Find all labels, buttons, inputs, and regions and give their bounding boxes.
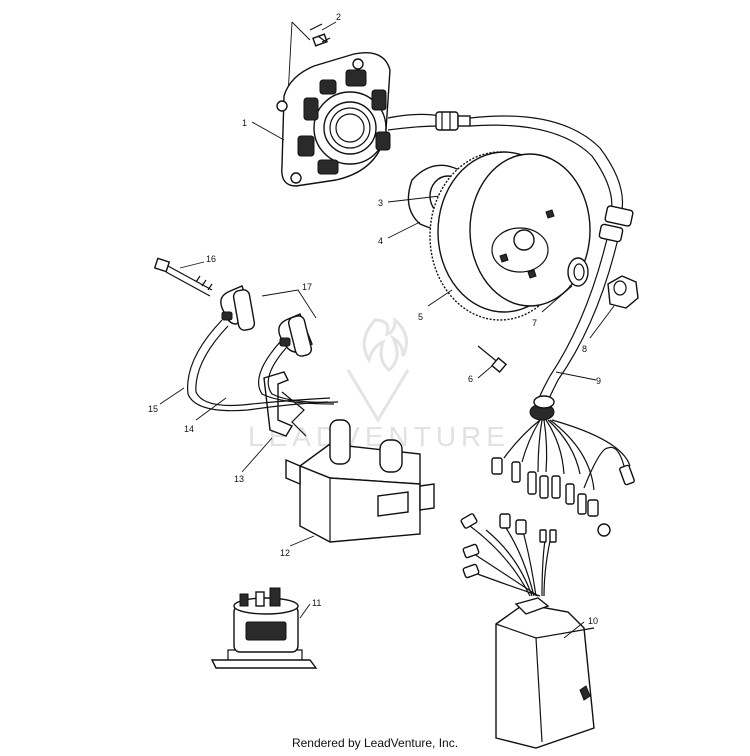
callout-3: 3: [378, 198, 383, 208]
part-11-solenoid: [210, 587, 318, 669]
callout-9: 9: [596, 376, 601, 386]
part-6-bolt: [477, 345, 508, 374]
callout-6: 6: [468, 374, 473, 384]
watermark-v-icon: [346, 369, 410, 423]
callout-14: 14: [184, 424, 194, 434]
callout-2: 2: [336, 12, 341, 22]
callout-8: 8: [582, 344, 587, 354]
callout-13: 13: [234, 474, 244, 484]
part-16-bolt: [153, 257, 213, 297]
callout-17: 17: [302, 282, 312, 292]
callout-4: 4: [378, 236, 383, 246]
callout-12: 12: [280, 548, 290, 558]
harness-terminals: [491, 419, 635, 537]
stator-connector: [435, 111, 471, 131]
callout-16: 16: [206, 254, 216, 264]
part-1-stator: [276, 52, 391, 187]
watermark-flame-icon: [362, 316, 409, 372]
part-13-bracket: [263, 371, 307, 437]
footer-credit: Rendered by LeadVenture, Inc.: [291, 736, 459, 750]
callout-10: 10: [588, 616, 598, 626]
callout-labels: 2 1 3 4 5 6 7 8 9 10 11 12 13 14 15 16 1…: [148, 12, 601, 626]
part-17-spark-plug-caps: [220, 285, 313, 357]
part-5-flywheel: [429, 151, 591, 321]
part-10-cdi-box: [460, 513, 595, 749]
part-8-nut: [607, 275, 639, 309]
callout-15: 15: [148, 404, 158, 414]
callout-1: 1: [242, 118, 247, 128]
part-2-screw: [309, 23, 331, 47]
callout-5: 5: [418, 312, 423, 322]
part-12-ignition-coil: [285, 419, 435, 543]
callout-7: 7: [532, 318, 537, 328]
part-7-washer: [567, 257, 589, 287]
callout-11: 11: [312, 598, 321, 608]
